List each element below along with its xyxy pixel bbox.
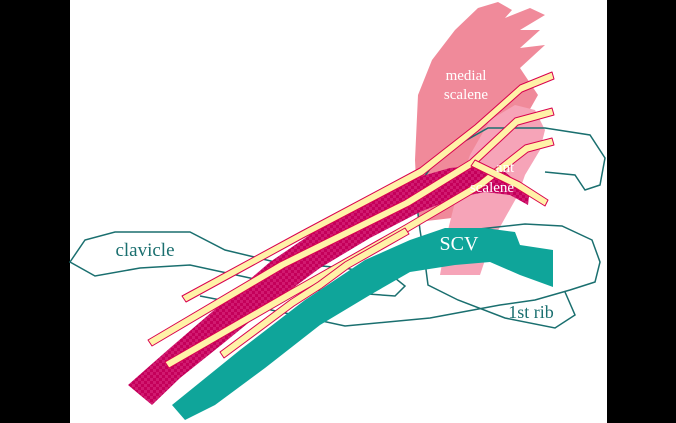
nerve-trunk-3 (164, 137, 555, 369)
anterior-scalene-label-line2: scalene (470, 180, 514, 196)
medial-scalene-label-line1: medial (446, 68, 487, 84)
medial-scalene-muscle (415, 2, 545, 222)
anterior-scalene-label-line1: ant (496, 160, 515, 176)
medial-scalene-label-line2: scalene (444, 87, 488, 103)
first-rib-outline (199, 223, 601, 329)
subclavian-artery (128, 165, 530, 405)
nerve-branch-1 (219, 227, 410, 359)
subclavian-vein (172, 228, 553, 420)
nerve-trunk-1 (181, 71, 555, 303)
brachial-plexus-nerves (147, 71, 555, 369)
clavicle-label: clavicle (115, 240, 174, 261)
scv-label: SCV (440, 233, 479, 255)
first-rib-label: 1st rib (508, 302, 554, 322)
clavicle-outline (68, 231, 407, 297)
nerve-trunk-2 (147, 107, 555, 347)
nerve-branch-2 (470, 159, 549, 207)
